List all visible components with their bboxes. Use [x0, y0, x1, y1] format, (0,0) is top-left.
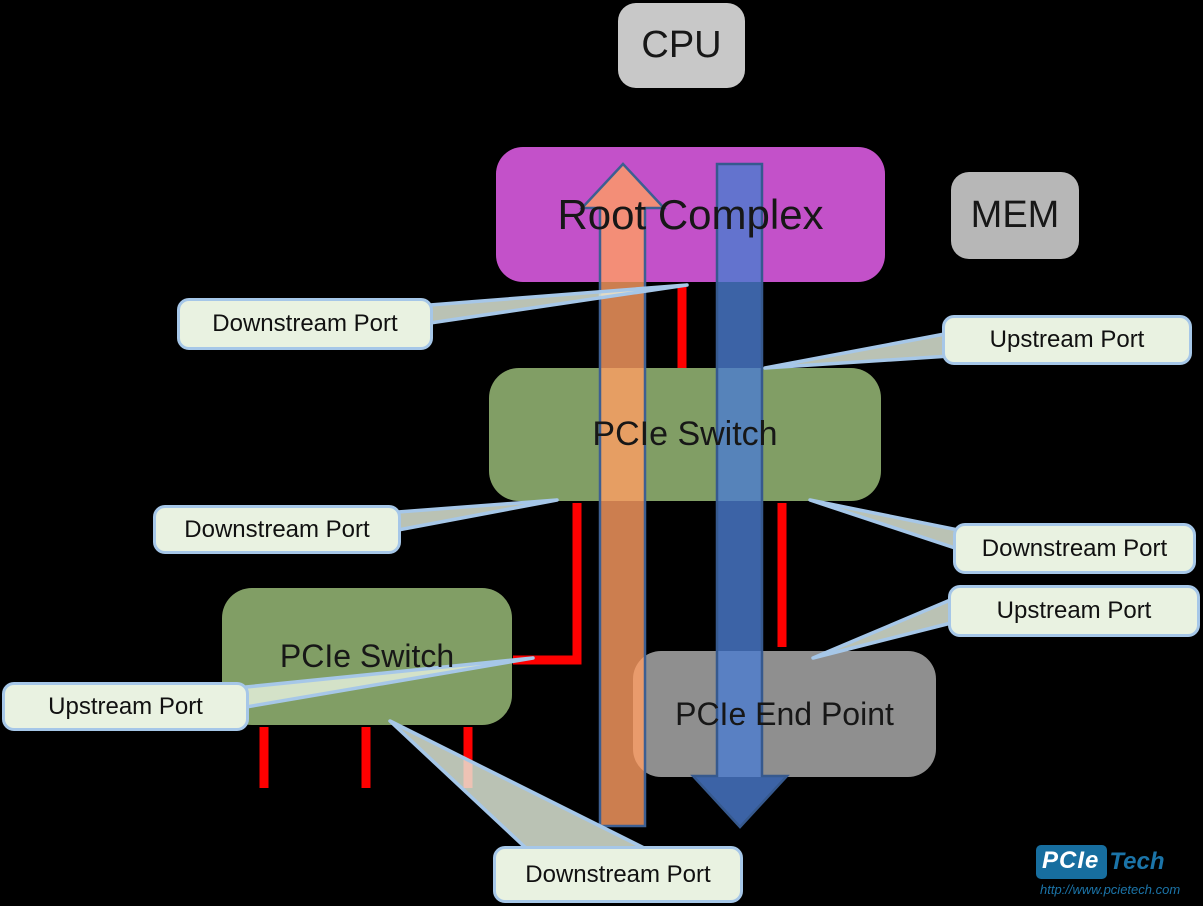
- callout-downstream-port-root: Downstream Port: [177, 298, 433, 350]
- pcie-switch-lower-box: [222, 588, 512, 725]
- link-upper-switch-to-lower-switch: [513, 503, 582, 665]
- callout-tail-downstream-right: [808, 498, 960, 551]
- callout-downstream-port-right: Downstream Port: [953, 523, 1196, 574]
- callout-tail-upstream-endpoint: [811, 596, 957, 660]
- callout-tail-upstream-switch: [763, 331, 952, 370]
- pcietech-logo-badge: PCIe: [1036, 845, 1108, 879]
- callout-tail-downstream-root: [428, 283, 689, 325]
- mem-box: [951, 172, 1079, 259]
- callout-tail-downstream-left: [396, 498, 559, 532]
- callout-downstream-port-left: Downstream Port: [153, 505, 401, 554]
- root-complex-box: [496, 147, 885, 282]
- pcietech-logo-url: http://www.pcietech.com: [1040, 882, 1181, 897]
- callout-downstream-port-bottom: Downstream Port: [493, 846, 743, 903]
- pcie-switch-upper-box: [489, 368, 881, 501]
- pcietech-logo: PCIe Tech http://www.pcietech.com: [1036, 845, 1196, 897]
- pcie-end-point-box: [633, 651, 936, 777]
- cpu-box: [618, 3, 745, 88]
- callout-tail-downstream-bottom: [388, 719, 650, 852]
- callout-upstream-port-switch: Upstream Port: [942, 315, 1192, 365]
- callout-upstream-port-endpoint: Upstream Port: [948, 585, 1200, 637]
- pcietech-logo-suffix: Tech: [1109, 848, 1165, 875]
- callout-upstream-port-left: Upstream Port: [2, 682, 249, 731]
